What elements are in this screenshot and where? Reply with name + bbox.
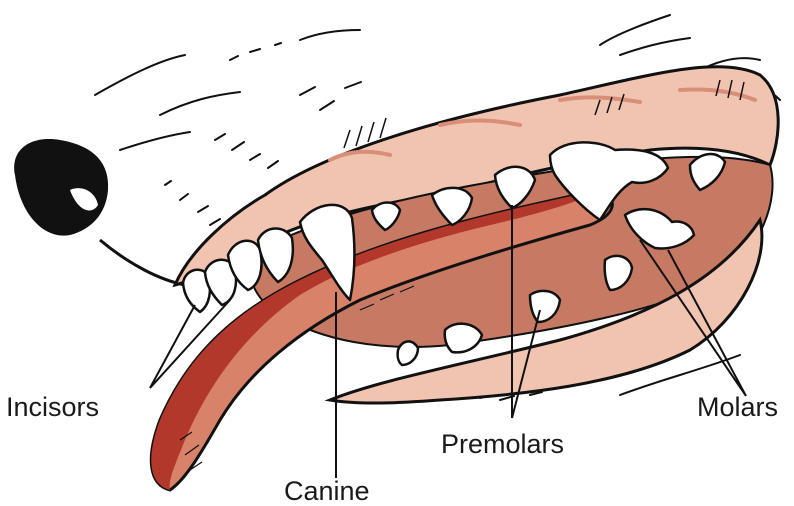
premolars-label: Premolars	[441, 431, 564, 458]
molars-label: Molars	[697, 394, 778, 421]
lower-premolar	[445, 324, 482, 353]
nose	[14, 139, 108, 236]
canine-label: Canine	[284, 478, 370, 505]
lower-premolar	[398, 341, 418, 365]
upper-lip-line	[100, 240, 185, 285]
incisors-label: Incisors	[6, 394, 99, 421]
